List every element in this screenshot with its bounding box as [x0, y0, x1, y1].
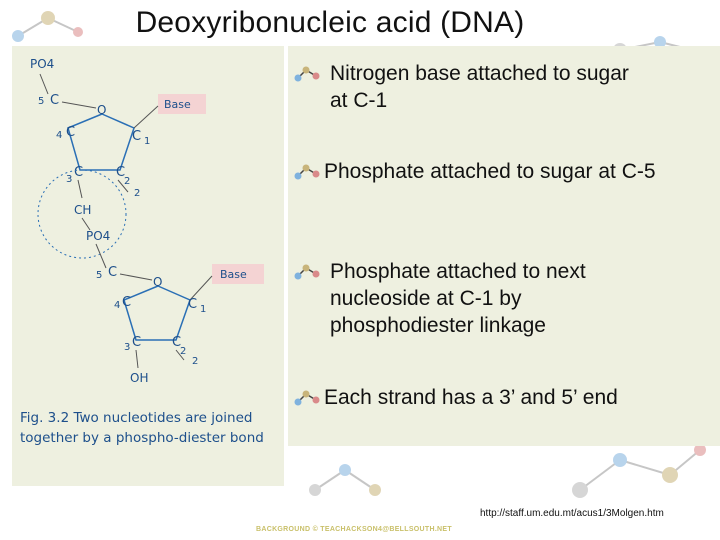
molecule-bullet-icon — [294, 390, 320, 406]
carbon-4-number-bottom: 4 — [114, 300, 120, 311]
ring-oxygen-bottom: O — [153, 275, 162, 289]
carbon-2-bottom: C — [172, 335, 181, 350]
carbon-1-number-top: 1 — [144, 136, 150, 147]
base-box-bottom — [212, 264, 264, 284]
carbon-5-bottom: C — [108, 265, 117, 280]
phosphodiester-link-circle — [37, 169, 127, 259]
molecule-decoration-bottom-right — [572, 444, 706, 498]
carbon-2-top: C — [116, 165, 125, 180]
carbon-2-subscript-bottom: 2 — [192, 356, 198, 367]
oh-mid-label: CH — [74, 203, 91, 217]
carbon-5-number-top: 5 — [38, 96, 44, 107]
figure-caption: Fig. 3.2 Two nucleotides are joined toge… — [20, 410, 264, 446]
bullet-text-nitrogen-base: Nitrogen base attached to sugar at C-1 — [330, 62, 629, 112]
carbon-1-top: C — [132, 129, 141, 144]
bullet-text-phosphate-c5: Phosphate attached to sugar at C-5 — [324, 160, 656, 183]
text-panel — [288, 46, 720, 446]
nucleotide-diagram: PO4 5 C O Base C 1 4 C 3 C C 2 2 CH PO4 … — [30, 57, 264, 385]
molecule-decoration-bottom-middle — [309, 464, 381, 496]
carbon-2-number-top: 2 — [124, 176, 130, 187]
base-label-bottom: Base — [220, 268, 247, 281]
oh-bottom-label: OH — [130, 371, 148, 385]
carbon-4-bottom: C — [122, 295, 131, 310]
carbon-3-top: C — [74, 165, 83, 180]
bullet-strand-ends: Each strand has a 3’ and 5’ end — [292, 384, 712, 411]
bullet-text-phosphodiester: Phosphate attached to next nucleoside at… — [330, 260, 586, 337]
bullet-phosphate-c5: Phosphate attached to sugar at C-5 — [292, 158, 712, 185]
carbon-3-number-bottom: 3 — [124, 342, 130, 353]
base-box-top — [158, 94, 206, 114]
carbon-1-number-bottom: 1 — [200, 304, 206, 315]
base-label-top: Base — [164, 98, 191, 111]
bullet-phosphodiester: Phosphate attached to next nucleoside at… — [292, 258, 712, 339]
carbon-3-number-top: 3 — [66, 174, 72, 185]
carbon-4-top: C — [66, 125, 75, 140]
molecule-bullet-icon — [294, 164, 320, 180]
background-watermark: BACKGROUND © TEACHACKSON4@BELLSOUTH.NET — [256, 526, 452, 533]
carbon-2-number-bottom: 2 — [180, 346, 186, 357]
carbon-3-bottom: C — [132, 335, 141, 350]
po4-top-label: PO4 — [30, 57, 54, 71]
carbon-4-number-top: 4 — [56, 130, 62, 141]
carbon-1-bottom: C — [188, 297, 197, 312]
bullet-text-strand-ends: Each strand has a 3’ and 5’ end — [324, 386, 618, 409]
ring-oxygen-top: O — [97, 103, 106, 117]
molecule-bullet-icon — [294, 264, 320, 280]
carbon-5-number-bottom: 5 — [96, 270, 102, 281]
carbon-5-top: C — [50, 93, 59, 108]
slide-title: Deoxyribonucleic acid (DNA) — [135, 6, 525, 39]
carbon-2-subscript-top: 2 — [134, 188, 140, 199]
bullet-nitrogen-base: Nitrogen base attached to sugar at C-1 — [292, 60, 712, 114]
molecule-decoration-top-left — [12, 11, 83, 42]
source-url[interactable]: http://staff.um.edu.mt/acus1/3Molgen.htm — [480, 508, 664, 519]
molecule-bullet-icon — [294, 66, 320, 82]
po4-mid-label: PO4 — [86, 229, 110, 243]
